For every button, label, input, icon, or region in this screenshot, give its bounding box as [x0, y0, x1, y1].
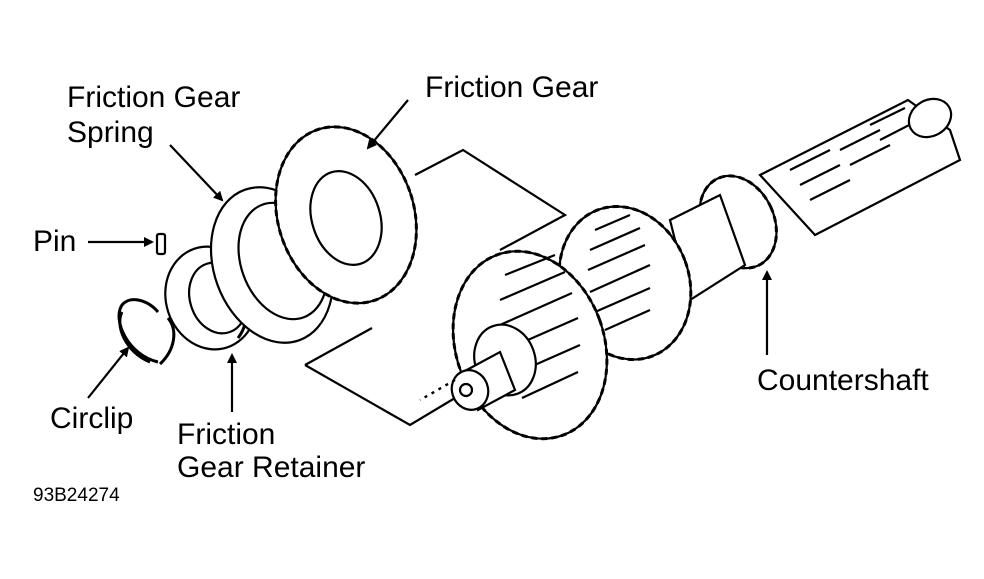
circlip-part [117, 298, 176, 366]
leader-arrows [87, 99, 772, 412]
alignment-plane-lower [304, 327, 456, 427]
label-friction-gear-spring-line2: Spring [67, 116, 154, 149]
arrow-friction-gear [366, 99, 409, 150]
pin-part [155, 232, 167, 256]
arrow-circlip [87, 346, 130, 399]
label-friction-gear: Friction Gear [425, 71, 599, 104]
figure-code: 93B24274 [33, 485, 120, 506]
friction-gear-part [274, 125, 418, 305]
label-circlip: Circlip [50, 402, 134, 435]
label-friction-gear-retainer-line2: Gear Retainer [177, 451, 366, 484]
label-friction-gear-retainer-line1: Friction [177, 418, 276, 451]
label-pin: Pin [33, 225, 77, 258]
label-countershaft: Countershaft [757, 364, 929, 397]
arrow-friction-gear-spring [169, 144, 224, 202]
alignment-plane-upper [414, 148, 568, 251]
countershaft-part [419, 97, 962, 441]
label-friction-gear-spring-line1: Friction Gear [67, 81, 241, 114]
